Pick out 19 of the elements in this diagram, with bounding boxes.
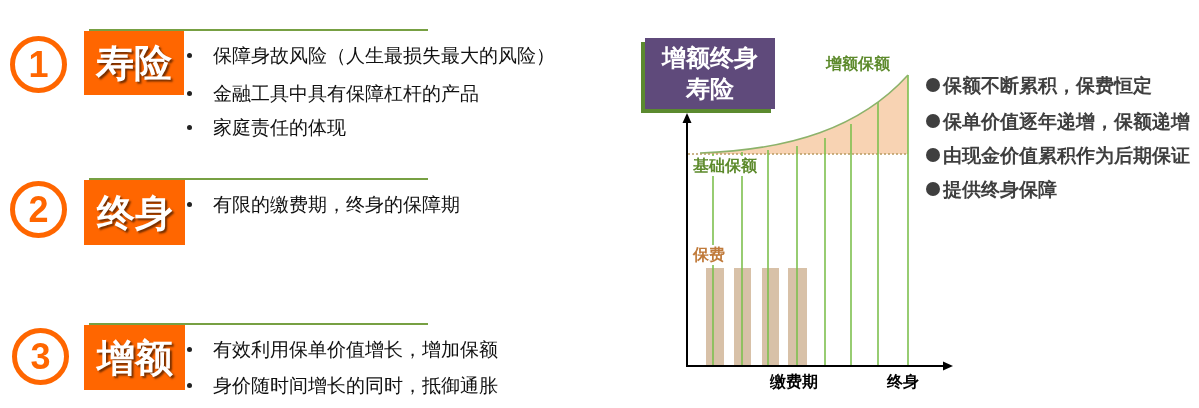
bullet-text: 有效利用保单价值增长，增加保额 xyxy=(213,338,498,360)
feature-text: 由现金价值累积作为后期保证 xyxy=(943,144,1190,166)
step-number-circle: 2 xyxy=(10,181,67,238)
curve-label: 增额保额 xyxy=(826,54,890,74)
axis-label: 终身 xyxy=(887,372,919,392)
section-heading: 寿险 xyxy=(84,31,184,95)
axis-label: 缴费期 xyxy=(770,372,818,392)
feature-text: 保单价值逐年递增，保额递增 xyxy=(943,110,1190,132)
feature-text: 保额不断累积，保费恒定 xyxy=(943,74,1152,96)
bullet-text: 家庭责任的体现 xyxy=(213,116,346,138)
feature-text: 提供终身保障 xyxy=(943,178,1057,200)
section-heading: 增额 xyxy=(84,325,185,390)
step-number-circle: 3 xyxy=(12,328,69,385)
bullet-text: 金融工具中具有保障杠杆的产品 xyxy=(213,82,479,104)
step-number-circle: 1 xyxy=(10,36,67,93)
section-heading: 终身 xyxy=(84,180,185,245)
bullet-text: 身价随时间增长的同时，抵御通胀 xyxy=(213,374,498,396)
bullet-text: 保障身故风险（人生最损失最大的风险） xyxy=(213,44,555,66)
bullet-text: 有限的缴费期，终身的保障期 xyxy=(213,193,460,215)
